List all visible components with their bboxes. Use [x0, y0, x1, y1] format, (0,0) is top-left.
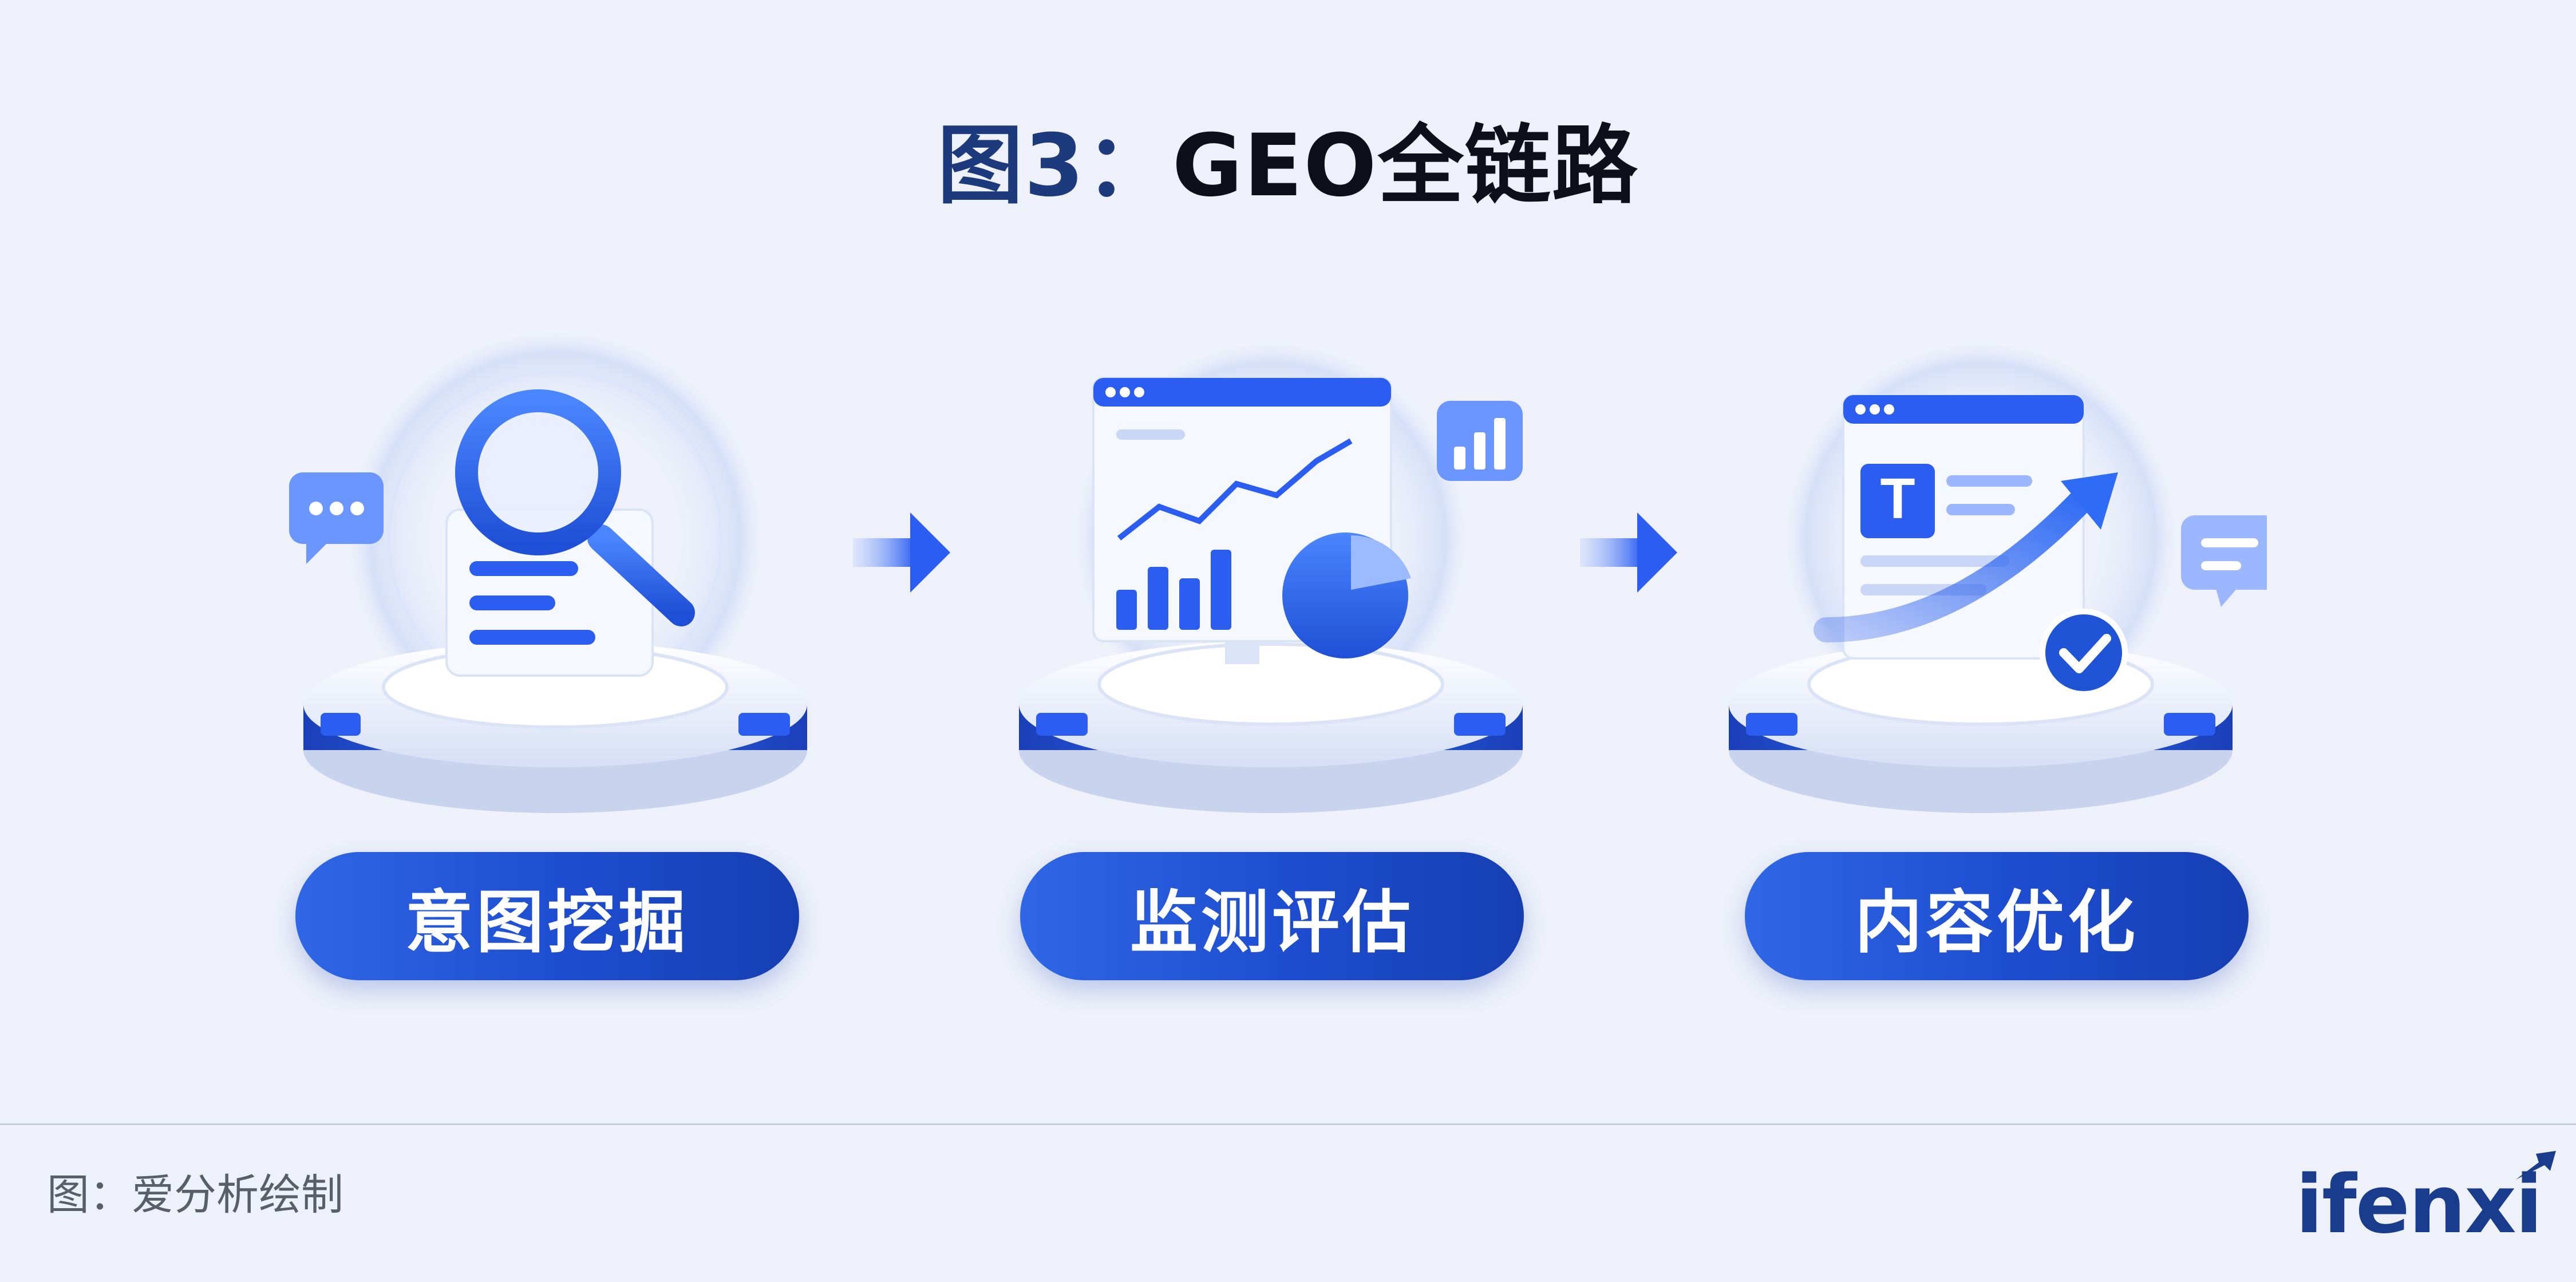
magnifier-document-icon [289, 332, 807, 813]
brand-logo: ifenxi [2296, 1158, 2543, 1252]
flow-arrow-2 [1580, 512, 1677, 593]
step-3-label: 内容优化 [1745, 852, 2249, 980]
step-3-illustration: T [1717, 309, 2267, 825]
logo-arrow-icon [2516, 1151, 2556, 1180]
footer-divider [0, 1123, 2576, 1125]
source-caption: 图：爱分析绘制 [47, 1170, 343, 1220]
analytics-dashboard-icon [1019, 344, 1523, 813]
step-1-illustration [280, 309, 830, 825]
step-2-label: 监测评估 [1020, 852, 1524, 980]
svg-text:T: T [1880, 467, 1915, 531]
title-prefix: 图3： [937, 116, 1172, 216]
content-growth-icon: T [1729, 344, 2267, 813]
page-title: 图3：GEO全链路 [0, 123, 2576, 209]
step-2-illustration [1008, 309, 1557, 825]
step-1-label: 意图挖掘 [295, 852, 799, 980]
flow-arrow-1 [853, 512, 950, 593]
title-main: GEO全链路 [1172, 116, 1639, 216]
